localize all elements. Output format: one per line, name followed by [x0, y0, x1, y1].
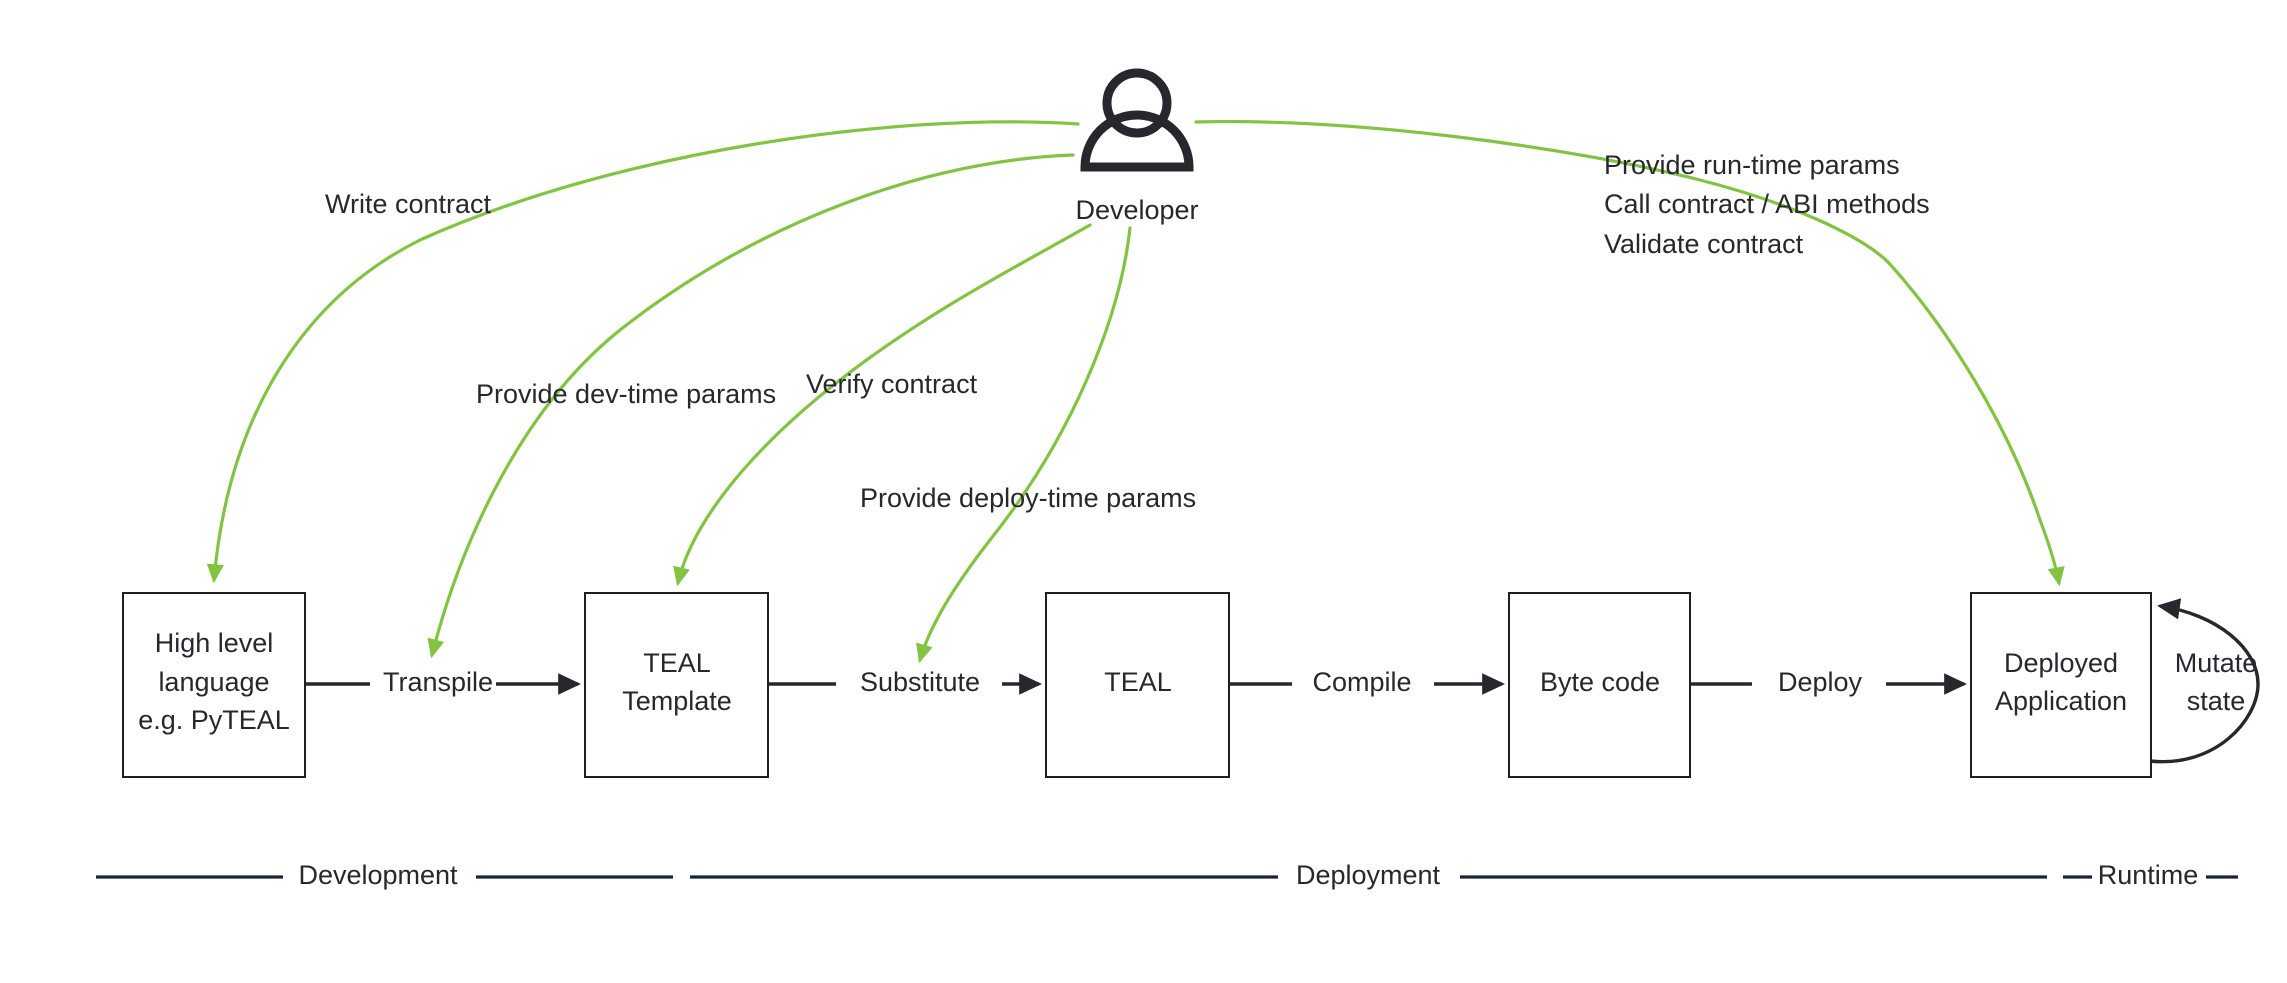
node-high-level-language-line-1: High level	[155, 628, 274, 658]
actor-edge-label-validate-contract: Validate contract	[1604, 229, 1804, 259]
node-teal-template-rect[interactable]	[584, 592, 769, 778]
actor-edge-write-contract-line	[206, 120, 1080, 584]
node-high-level-language-line-2: language	[158, 667, 269, 697]
node-teal-template-line-2: Template	[622, 686, 732, 716]
flow-label-deploy: Deploy	[1778, 667, 1863, 697]
actor-edge-label-verify-contract: Verify contract	[806, 369, 978, 399]
loop-label-mutate-state-line-2: state	[2187, 686, 2246, 716]
actor-edge-verify-contract-line	[673, 223, 1092, 587]
actor-developer: Developer	[1075, 68, 1199, 225]
phase-development-label: Development	[298, 860, 458, 890]
actor-edge-runtime-upper-line	[1194, 120, 1890, 264]
actor-caption: Developer	[1075, 195, 1198, 225]
actor-edge-label-provide-deploy-time-params: Provide deploy-time params	[860, 483, 1196, 513]
node-deployed-application[interactable]: Deployed Application	[1970, 592, 2152, 778]
person-icon-body	[1080, 110, 1194, 172]
phase-runtime-label: Runtime	[2098, 860, 2199, 890]
node-deployed-application-line-2: Application	[1995, 686, 2127, 716]
actor-edge-label-provide-dev-time-params: Provide dev-time params	[476, 379, 776, 409]
node-teal-template[interactable]: TEAL Template	[584, 592, 769, 778]
phase-deployment: Deployment	[690, 860, 2047, 890]
actor-edge-label-write-contract: Write contract	[325, 189, 492, 219]
node-byte-code[interactable]: Byte code	[1508, 592, 1691, 778]
loop-label-mutate-state-line-1: Mutate	[2175, 648, 2258, 678]
node-teal-line-1: TEAL	[1104, 667, 1172, 697]
flow-label-compile: Compile	[1312, 667, 1411, 697]
node-deployed-application-rect[interactable]	[1970, 592, 2152, 778]
phase-development: Development	[96, 860, 673, 890]
node-byte-code-line-1: Byte code	[1540, 667, 1660, 697]
actor-edge-label-call-contract-abi-methods: Call contract / ABI methods	[1604, 189, 1930, 219]
node-teal-rect[interactable]	[1045, 592, 1230, 778]
node-high-level-language[interactable]: High level language e.g. PyTEAL	[122, 592, 306, 778]
actor-edge-provide-deploy-time-params-line	[916, 226, 1132, 664]
node-deployed-application-line-1: Deployed	[2004, 648, 2118, 678]
actor-edge-runtime-lower-line	[1886, 260, 2065, 587]
node-high-level-language-rect[interactable]	[122, 592, 306, 778]
node-teal-template-line-1: TEAL	[643, 648, 711, 678]
node-byte-code-rect[interactable]	[1508, 592, 1691, 778]
node-teal[interactable]: TEAL	[1045, 592, 1230, 778]
person-icon-head	[1102, 68, 1172, 138]
actor-edge-label-provide-run-time-params: Provide run-time params	[1604, 150, 1900, 180]
actor-edge-provide-dev-time-params-line	[427, 153, 1075, 659]
flow-label-substitute: Substitute	[860, 667, 980, 697]
loop-arrow-mutate-state	[2149, 598, 2260, 764]
node-high-level-language-line-3: e.g. PyTEAL	[138, 705, 290, 735]
phase-deployment-label: Deployment	[1296, 860, 1441, 890]
phase-runtime: Runtime	[2063, 860, 2238, 890]
flow-label-transpile: Transpile	[383, 667, 493, 697]
